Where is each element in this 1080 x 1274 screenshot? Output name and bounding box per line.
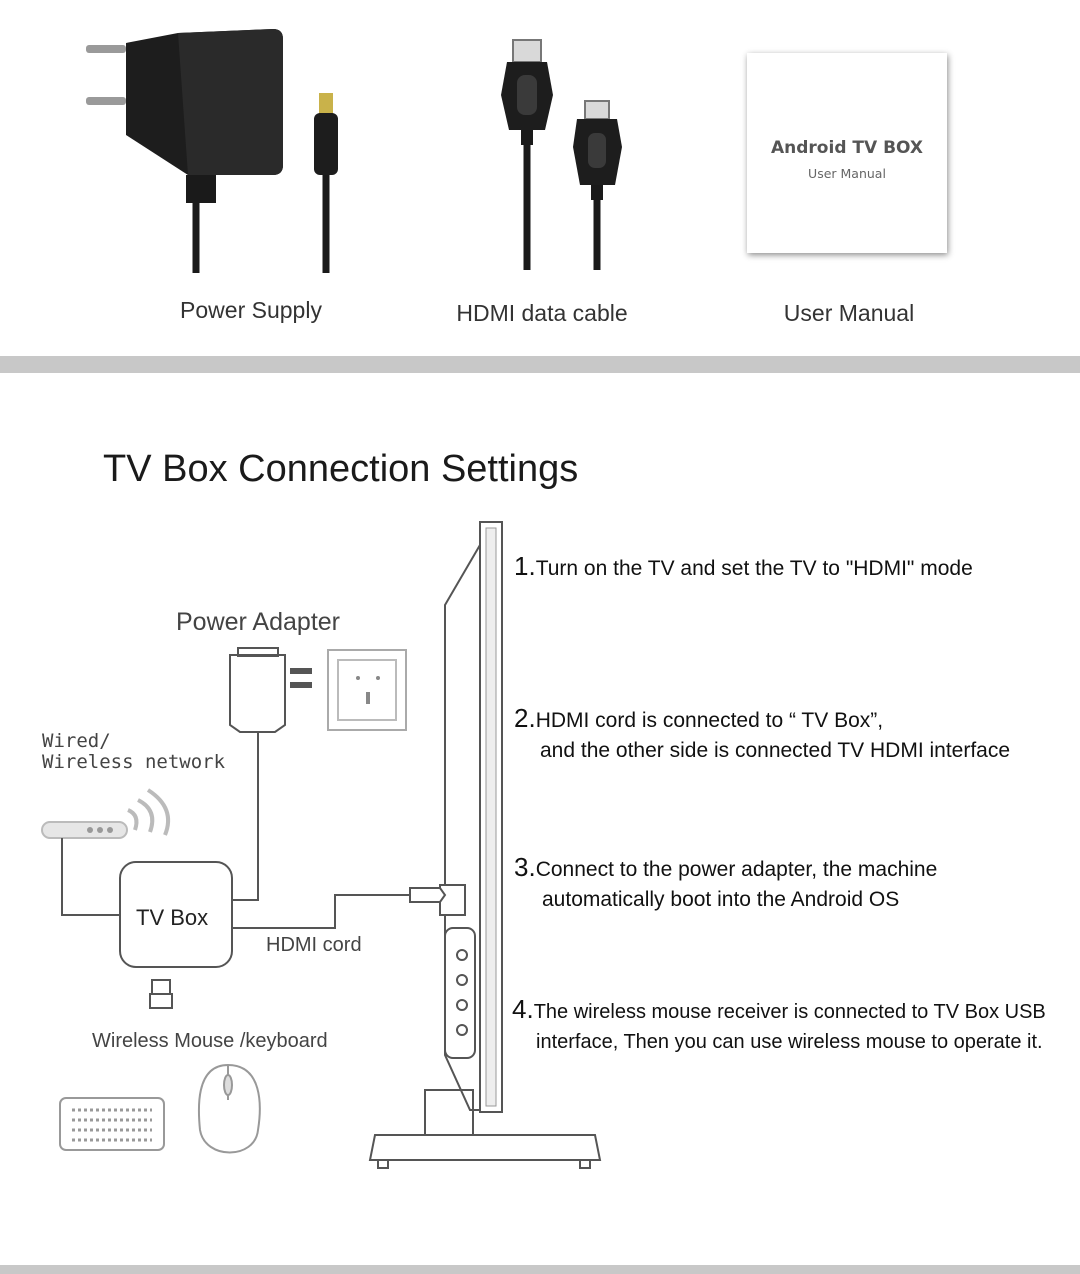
wall-socket-icon	[327, 649, 407, 731]
bottom-divider	[0, 1265, 1080, 1274]
step-4: 4.The wireless mouse receiver is connect…	[512, 994, 1046, 1053]
power-adapter-label: Power Adapter	[176, 608, 340, 636]
keyboard-icon	[59, 1097, 165, 1151]
user-manual-caption: User Manual	[783, 300, 915, 326]
step-1: 1.Turn on the TV and set the TV to "HDMI…	[514, 551, 973, 581]
power-supply-image	[86, 29, 338, 273]
page-title: TV Box Connection Settings	[103, 448, 579, 490]
step-3: 3.Connect to the power adapter, the mach…	[514, 852, 938, 911]
mouse-keyboard-label: Wireless Mouse /keyboard	[92, 1030, 328, 1052]
tv-box-icon	[119, 861, 233, 968]
hdmi-cable-caption: HDMI data cable	[456, 300, 628, 326]
hdmi-cable-image	[501, 39, 622, 270]
section-divider	[0, 356, 1080, 373]
connection-diagram	[41, 521, 602, 1169]
usb-receiver-icon	[149, 979, 173, 1009]
tv-box-label: TV Box	[136, 905, 209, 930]
manual-cover-subtitle: User Manual	[808, 166, 886, 181]
hdmi-cord-label: HDMI cord	[266, 934, 362, 956]
hdmi-cord-line	[232, 894, 410, 929]
user-manual-image: Android TV BOX User Manual	[747, 53, 947, 253]
power-supply-caption: Power Supply	[180, 297, 322, 323]
power-adapter-icon	[229, 647, 312, 901]
mouse-icon	[197, 1063, 261, 1154]
network-label-line2: Wireless network	[42, 751, 226, 773]
manual-cover-title: Android TV BOX	[771, 138, 923, 158]
network-label-line1: Wired/	[42, 730, 111, 752]
router-icon	[41, 788, 171, 916]
step-2: 2.HDMI cord is connected to “ TV Box”, a…	[514, 703, 1011, 762]
tv-icon	[368, 521, 602, 1169]
